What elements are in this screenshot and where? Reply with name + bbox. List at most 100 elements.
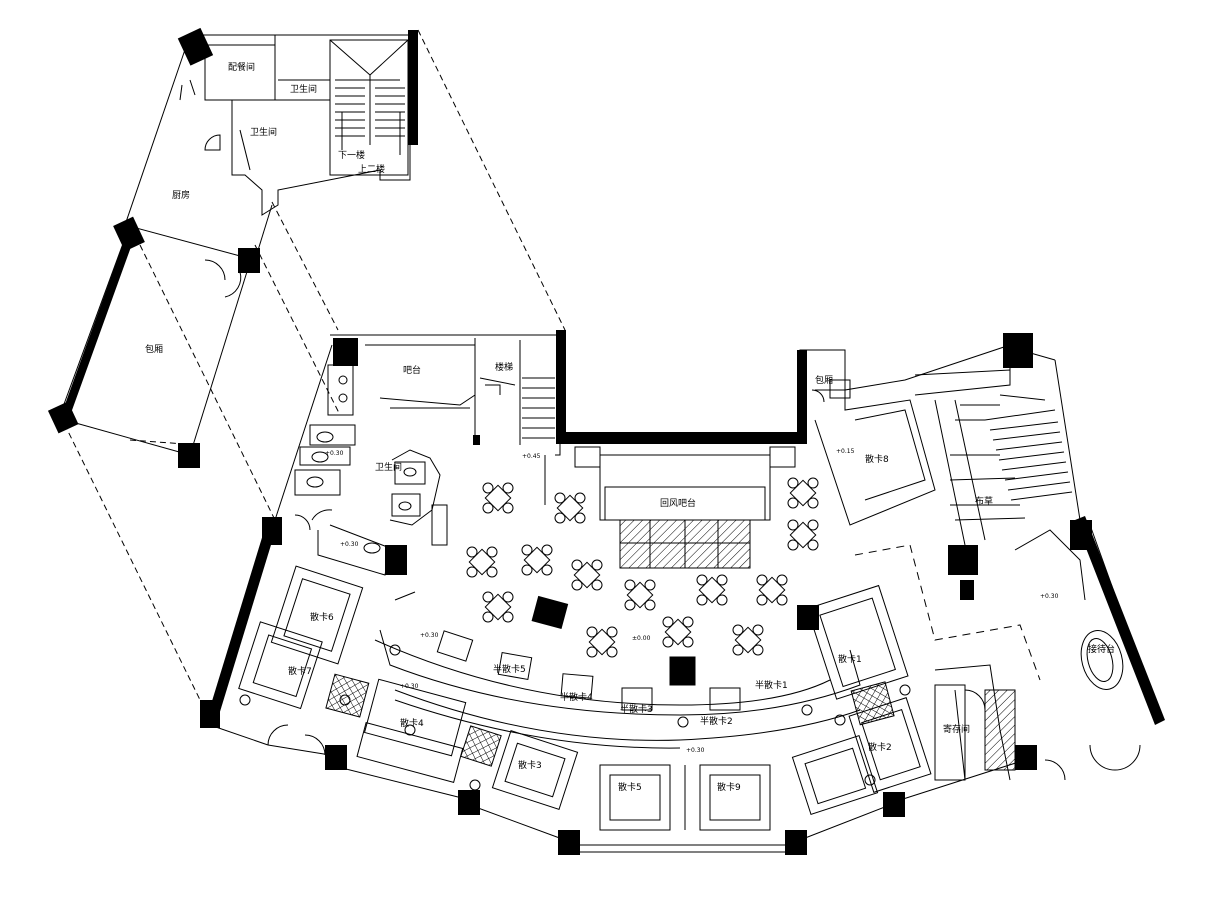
table bbox=[588, 628, 616, 656]
chair bbox=[482, 482, 494, 494]
chair bbox=[554, 512, 566, 524]
elevation-label: +0.45 bbox=[522, 453, 541, 460]
half-booth-label: 半散卡3 bbox=[620, 703, 653, 715]
upper-stairwell bbox=[329, 39, 409, 176]
table bbox=[626, 581, 654, 609]
door-swings bbox=[204, 259, 416, 756]
chair bbox=[787, 539, 799, 551]
table bbox=[523, 546, 551, 574]
right-private-room bbox=[811, 379, 936, 526]
table bbox=[664, 618, 692, 646]
elevation-label: +0.30 bbox=[325, 450, 344, 457]
chair bbox=[486, 546, 498, 558]
room-label: 接待台 bbox=[1088, 643, 1115, 655]
chair bbox=[752, 624, 764, 636]
chair bbox=[732, 644, 744, 656]
table bbox=[556, 494, 584, 522]
chair bbox=[787, 519, 799, 531]
stair-down-label: 下一楼 bbox=[338, 149, 365, 161]
room-label: 包厢 bbox=[815, 374, 833, 386]
bar-counter-label: 回风吧台 bbox=[660, 497, 696, 509]
chair bbox=[591, 579, 603, 591]
chair bbox=[482, 502, 494, 514]
room-label: 卫生间 bbox=[375, 461, 402, 473]
booth-label: 散卡8 bbox=[865, 453, 889, 465]
chair bbox=[502, 611, 514, 623]
lattice-pattern bbox=[325, 673, 370, 718]
table bbox=[789, 521, 817, 549]
room-label: 配餐间 bbox=[228, 61, 255, 73]
chair bbox=[644, 599, 656, 611]
chair bbox=[756, 574, 768, 586]
booth-label: 散卡1 bbox=[838, 653, 862, 665]
elevation-label: +0.30 bbox=[400, 683, 419, 690]
table bbox=[573, 561, 601, 589]
lattice-pattern bbox=[460, 725, 502, 767]
half-booth-label: 半散卡5 bbox=[493, 663, 526, 675]
chair bbox=[807, 497, 819, 509]
chair bbox=[662, 636, 674, 648]
storage-room bbox=[934, 664, 1141, 781]
labels: 配餐间 卫生间 卫生间 厨房 包厢 吧台 卫生间 包厢 布草 寄存间 接待台 楼… bbox=[145, 61, 1115, 793]
chair bbox=[776, 574, 788, 586]
half-booth-label: 半散卡2 bbox=[700, 715, 733, 727]
table-group bbox=[466, 477, 819, 658]
chair bbox=[466, 546, 478, 558]
main-hall-walls bbox=[207, 334, 1161, 853]
booth-label: 散卡7 bbox=[288, 665, 312, 677]
main-stair-left bbox=[474, 338, 555, 505]
table bbox=[734, 626, 762, 654]
dashed-outline bbox=[59, 29, 566, 711]
elevation-label: ±0.00 bbox=[632, 635, 651, 642]
room-label: 卫生间 bbox=[250, 126, 277, 138]
chair bbox=[591, 559, 603, 571]
chair bbox=[776, 594, 788, 606]
chair bbox=[571, 559, 583, 571]
chair bbox=[787, 497, 799, 509]
chair bbox=[482, 611, 494, 623]
chair bbox=[574, 512, 586, 524]
booth-label: 散卡4 bbox=[400, 717, 424, 729]
chair bbox=[606, 626, 618, 638]
chair bbox=[696, 594, 708, 606]
dashed-path bbox=[854, 544, 1041, 681]
chair bbox=[521, 544, 533, 556]
table bbox=[789, 479, 817, 507]
room-label: 布草 bbox=[975, 495, 993, 507]
bar-counter bbox=[574, 446, 796, 569]
elevation-label: +0.30 bbox=[686, 747, 705, 754]
chair bbox=[502, 482, 514, 494]
chair bbox=[756, 594, 768, 606]
chair bbox=[574, 492, 586, 504]
chair bbox=[502, 591, 514, 603]
chair bbox=[716, 574, 728, 586]
booth-label: 散卡5 bbox=[618, 781, 642, 793]
booth-label: 散卡9 bbox=[717, 781, 741, 793]
chair bbox=[807, 477, 819, 489]
chair bbox=[696, 574, 708, 586]
structural-columns bbox=[47, 27, 1165, 855]
upper-left-block bbox=[59, 34, 411, 456]
chair bbox=[662, 616, 674, 628]
stair-up-label: 上二楼 bbox=[358, 163, 385, 175]
chair bbox=[606, 646, 618, 658]
chair bbox=[541, 544, 553, 556]
elevation-label: +0.30 bbox=[420, 632, 439, 639]
chair bbox=[554, 492, 566, 504]
table bbox=[698, 576, 726, 604]
chair bbox=[502, 502, 514, 514]
chair bbox=[807, 539, 819, 551]
chair bbox=[586, 646, 598, 658]
half-booth-label: 半散卡1 bbox=[755, 679, 788, 691]
chair bbox=[682, 636, 694, 648]
booth-label: 散卡3 bbox=[518, 759, 542, 771]
chair bbox=[732, 624, 744, 636]
room-label: 吧台 bbox=[403, 364, 421, 376]
elevation-label: +0.15 bbox=[836, 448, 855, 455]
chair bbox=[541, 564, 553, 576]
chair bbox=[586, 626, 598, 638]
room-label: 卫生间 bbox=[290, 83, 317, 95]
chair bbox=[571, 579, 583, 591]
curved-bar bbox=[239, 629, 911, 830]
